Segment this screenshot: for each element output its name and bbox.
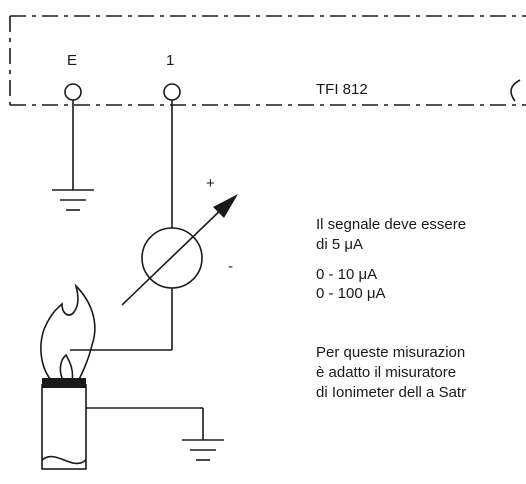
ammeter-arrowhead: [213, 194, 238, 218]
device-name: TFI 812: [316, 81, 368, 98]
meter-minus-label: -: [228, 258, 233, 275]
note-para1: Per queste misurazion: [316, 344, 466, 361]
terminal-e-circle: [64, 83, 82, 101]
range-2: 0 - 100 μA: [316, 285, 386, 302]
terminal-e-label: E: [67, 52, 78, 69]
burner-bottom-curve: [41, 455, 87, 465]
ground-symbol-bottom: [182, 439, 224, 461]
ground-symbol-top: [52, 189, 94, 211]
terminal-1-label: 1: [166, 52, 175, 69]
note-line2: di 5 μA: [316, 236, 363, 253]
range-1: 0 - 10 μA: [316, 266, 378, 283]
burner-cap: [42, 378, 86, 388]
note-para3: di Ionimeter dell a Satr: [316, 384, 467, 401]
note-para2: è adatto il misuratore: [316, 364, 457, 381]
device-housing-outline: [9, 15, 526, 106]
flame-inner: [59, 353, 74, 383]
ammeter-diagonal: [121, 203, 228, 306]
flame-outline: [40, 283, 96, 386]
note-line1: Il segnale deve essere: [316, 216, 467, 233]
meter-plus-label: +: [206, 175, 215, 192]
terminal-1-circle: [163, 83, 181, 101]
device-partial-arc: [510, 79, 521, 102]
